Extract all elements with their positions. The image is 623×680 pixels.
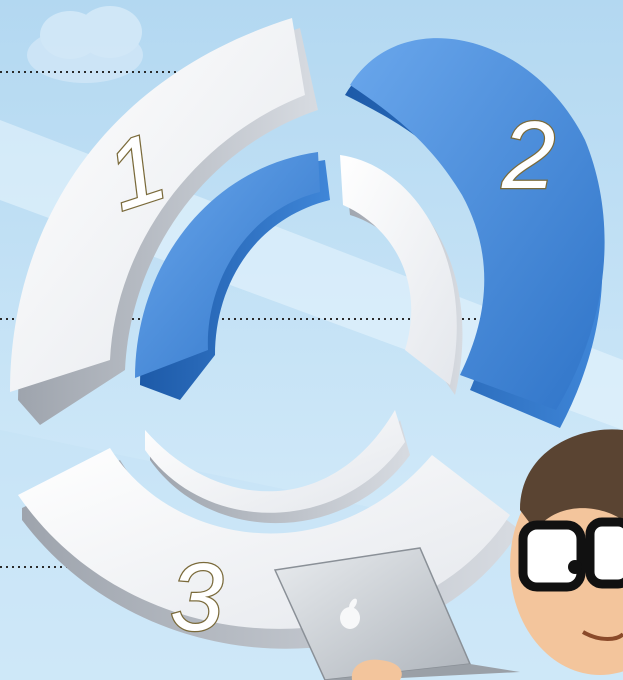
glasses-icon	[523, 522, 623, 587]
segment-3-label: 3	[170, 544, 223, 651]
segment-2-label: 2	[501, 102, 555, 209]
